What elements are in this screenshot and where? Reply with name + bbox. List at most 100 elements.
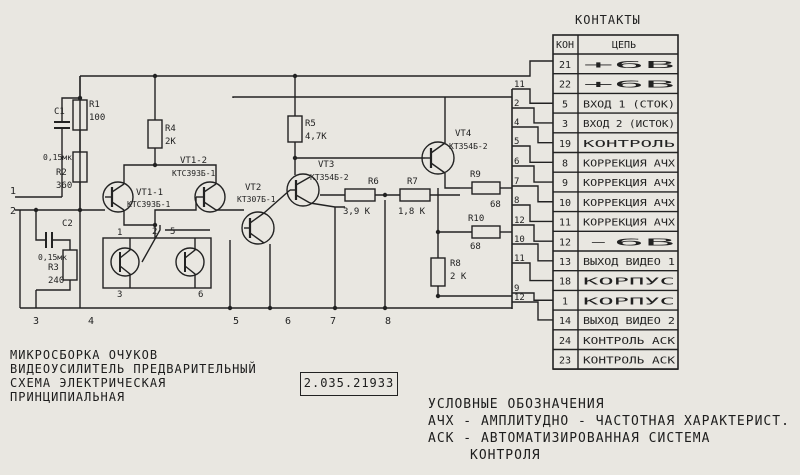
contacts-row-pin: 14 <box>559 316 571 327</box>
pin-label-8: 8 <box>385 316 391 327</box>
contacts-row-circuit: КОНТРОЛЬ <box>583 139 675 150</box>
r9-resistor <box>471 181 501 195</box>
legend-heading: УСЛОВНЫЕ ОБОЗНАЧЕНИЯ <box>428 397 605 412</box>
output-wire <box>512 224 553 242</box>
c1-label: C1 <box>54 107 65 117</box>
vt4-label: VT4 <box>455 129 471 139</box>
contacts-row: 13 ВЫХОД ВИДЕО 1 <box>553 257 678 272</box>
r8-resistor <box>430 257 446 287</box>
inner-node-3: 3 <box>117 290 122 300</box>
contacts-row: 23 КОНТРОЛЬ АСК <box>553 356 678 370</box>
output-pin-label: 5 <box>514 137 519 147</box>
output-wire <box>512 107 553 124</box>
contacts-row-circuit: ВЫХОД ВИДЕО 1 <box>583 257 675 268</box>
contacts-row-circuit: КОРРЕКЦИЯ АЧХ <box>583 198 675 209</box>
vt1-2-transistor <box>194 181 226 213</box>
r5-label: R5 <box>305 119 316 129</box>
output-wire <box>512 292 553 301</box>
r10-value: 68 <box>470 242 481 252</box>
output-wire <box>512 185 553 203</box>
document-number: 2.035.21933 <box>300 372 398 396</box>
r8-label: R8 <box>450 259 461 269</box>
contacts-row-circuit: КОРРЕКЦИЯ АЧХ <box>583 218 675 229</box>
pin-label-3: 3 <box>33 316 39 327</box>
input-network-upper: R1 100 C1 0,15мк R2 360 <box>43 76 105 210</box>
r4-value: 2К <box>165 137 176 147</box>
r9-label: R9 <box>470 170 481 180</box>
pin-label-6: 6 <box>285 316 291 327</box>
contacts-row-pin: 21 <box>559 60 571 71</box>
output-pin-label: 2 <box>514 99 519 109</box>
contacts-row-circuit: КОНТРОЛЬ АСК <box>583 336 675 347</box>
vt2-stage: VT2 КТ307Б-1 <box>237 183 291 245</box>
contacts-row-circuit: +6В <box>583 60 675 71</box>
inner-transistor-block: 1 2 5 3 6 <box>102 225 212 300</box>
contacts-row-pin: 5 <box>562 99 568 110</box>
r2-value: 360 <box>56 181 72 191</box>
vt1-1-transistor <box>102 181 134 213</box>
power-rails <box>15 60 553 309</box>
vt3-label: VT3 <box>318 160 334 170</box>
vt1-2-label: VT1-2 <box>180 156 207 166</box>
contacts-row-circuit: КОРПУС <box>583 277 675 288</box>
r10-resistor <box>471 225 501 239</box>
vt4-type: КТ354Б-2 <box>449 142 488 151</box>
r7-value: 1,8 К <box>398 207 426 217</box>
output-wire <box>512 301 553 321</box>
vt2-label: VT2 <box>245 183 261 193</box>
vt4-transistor <box>421 141 455 175</box>
vt3-type: КТ354Б-2 <box>310 173 349 182</box>
r2-label: R2 <box>56 168 67 178</box>
vt2-type: КТ307Б-1 <box>237 195 276 204</box>
contacts-row-circuit: +6В <box>583 80 675 91</box>
contacts-row-pin: 18 <box>559 277 571 288</box>
r6-label: R6 <box>368 177 379 187</box>
contacts-header-pin: КОН <box>556 40 574 51</box>
contacts-row-pin: 8 <box>562 159 568 170</box>
output-wire <box>512 126 553 144</box>
contacts-row-circuit: ВХОД 1 (СТОК) <box>583 99 675 110</box>
c2-value: 0,15мк <box>38 253 67 262</box>
document-title-block: МИКРОСБОРКА ОЧУКОВ ВИДЕОУСИЛИТЕЛЬ ПРЕДВА… <box>10 348 310 404</box>
contacts-row: 18 КОРПУС <box>553 277 678 292</box>
contacts-row-circuit: КОРРЕКЦИЯ АЧХ <box>583 178 675 189</box>
c2-label: C2 <box>62 219 73 229</box>
output-wire <box>512 145 553 164</box>
contacts-row-circuit: ВЫХОД ВИДЕО 2 <box>583 316 675 327</box>
vt1-1-label: VT1-1 <box>136 188 163 198</box>
contacts-row-circuit: КОРРЕКЦИЯ АЧХ <box>583 159 675 170</box>
input-network-lower: C2 0,15мк R3 240 <box>35 210 78 291</box>
contacts-row-circuit: -6В <box>583 237 675 248</box>
pin-label-5: 5 <box>233 316 239 327</box>
contacts-row-pin: 10 <box>559 198 571 209</box>
vt3-stage: R5 4,7К VT3 КТ354Б-2 <box>286 76 425 208</box>
r7-resistor <box>399 188 431 202</box>
output-wire <box>512 165 553 183</box>
inner-node-5: 5 <box>170 227 175 237</box>
contacts-row-pin: 1 <box>562 296 568 307</box>
contacts-row-pin: 23 <box>559 356 571 367</box>
contacts-header-circuit: ЦЕПЬ <box>612 40 636 51</box>
contacts-row-pin: 3 <box>562 119 568 130</box>
contacts-row-circuit: КОНТРОЛЬ АСК <box>583 356 675 367</box>
junction-dots <box>33 73 441 311</box>
output-pin-label: 4 <box>514 118 519 128</box>
contacts-row: 14 ВЫХОД ВИДЕО 2 <box>553 316 678 331</box>
contacts-row-pin: 13 <box>559 257 571 268</box>
r4-label: R4 <box>165 124 176 134</box>
r8-value: 2 К <box>450 272 467 282</box>
vt2-transistor <box>241 211 275 245</box>
output-pin-label: 11 <box>514 254 525 264</box>
output-wire <box>512 262 553 282</box>
pin-label-1: 1 <box>10 186 16 197</box>
